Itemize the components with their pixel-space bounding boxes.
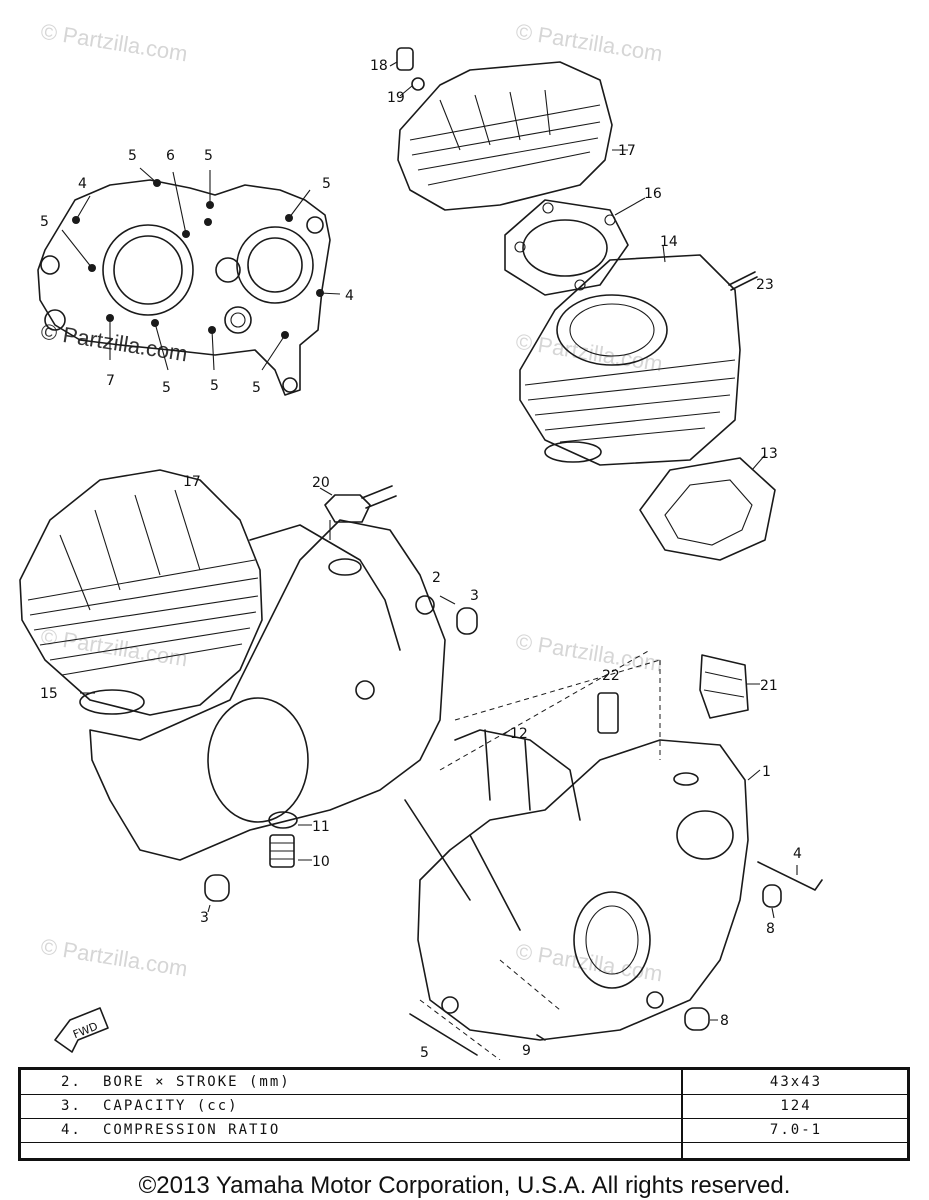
callout: 7 — [106, 373, 115, 389]
cylinder — [519, 244, 758, 466]
small-parts-left — [80, 595, 478, 913]
row-number: 4. — [61, 1122, 82, 1138]
fwd-label: FWD — [71, 1020, 100, 1042]
row-value: 124 — [780, 1098, 812, 1114]
row-number: 2. — [61, 1074, 82, 1090]
table-row: 4. COMPRESSION RATIO 7.0-1 — [21, 1120, 907, 1142]
callout: 17 — [618, 143, 636, 159]
row-divider — [21, 1094, 907, 1095]
cylinder-left-assembled — [19, 469, 263, 716]
callout: 21 — [760, 678, 778, 694]
callout: 8 — [766, 921, 775, 937]
fwd-arrow: FWD — [54, 1007, 109, 1053]
crankcase-side-view — [37, 167, 341, 396]
row-divider — [21, 1142, 907, 1143]
row-label: COMPRESSION RATIO — [103, 1122, 281, 1138]
table-row: 3. CAPACITY (cc) 124 — [21, 1096, 907, 1118]
callout: 4 — [793, 846, 802, 862]
callout: 16 — [644, 186, 662, 202]
callout: 22 — [602, 668, 620, 684]
cylinder-studs — [404, 729, 531, 931]
callout: 8 — [720, 1013, 729, 1029]
callout: 3 — [200, 910, 209, 926]
callout: 4 — [78, 176, 87, 192]
callout: 11 — [312, 819, 330, 835]
row-label: CAPACITY (cc) — [103, 1098, 239, 1114]
copyright-notice: ©2013 Yamaha Motor Corporation, U.S.A. A… — [138, 1172, 791, 1199]
callout: 17 — [183, 474, 201, 490]
row-value: 7.0-1 — [769, 1122, 823, 1138]
callout: 5 — [204, 148, 213, 164]
callout: 5 — [128, 148, 137, 164]
callout: 23 — [756, 277, 774, 293]
callout: 9 — [522, 1043, 531, 1059]
callout: 19 — [387, 90, 405, 106]
callout: 5 — [40, 214, 49, 230]
callout: 5 — [420, 1045, 429, 1060]
callout-labels: 18 19 17 16 14 23 13 5 6 5 5 4 5 4 7 5 5… — [40, 58, 802, 1060]
callout: 13 — [760, 446, 778, 462]
callout: 5 — [210, 378, 219, 394]
row-value: 43x43 — [769, 1074, 823, 1090]
table-divider — [681, 1070, 683, 1158]
table-row: 2. BORE × STROKE (mm) 43x43 — [21, 1072, 907, 1094]
callout: 4 — [345, 288, 354, 304]
base-gasket — [639, 454, 776, 561]
callout: 3 — [470, 588, 479, 604]
small-parts-right — [409, 654, 823, 1056]
crankcase-right-half — [417, 659, 749, 1060]
row-label: BORE × STROKE (mm) — [103, 1074, 291, 1090]
row-divider — [21, 1118, 907, 1119]
callout: 6 — [166, 148, 175, 164]
callout: 15 — [40, 686, 58, 702]
head-gasket — [504, 197, 646, 296]
callout: 20 — [312, 475, 330, 491]
callout: 1 — [762, 764, 771, 780]
callout: 10 — [312, 854, 330, 870]
callout: 12 — [510, 726, 528, 742]
callout: 5 — [162, 380, 171, 396]
callout: 5 — [322, 176, 331, 192]
spec-table: 2. BORE × STROKE (mm) 43x43 3. CAPACITY … — [18, 1067, 910, 1161]
callout: 5 — [252, 380, 261, 396]
row-number: 3. — [61, 1098, 82, 1114]
engine-exploded-diagram: FWD 18 19 17 16 14 23 13 5 6 5 5 4 5 4 7… — [19, 47, 823, 1060]
cylinder-head-top — [389, 47, 628, 211]
callout: 14 — [660, 234, 678, 250]
callout: 2 — [432, 570, 441, 586]
callout: 18 — [370, 58, 388, 74]
crankcase-left-half — [89, 485, 651, 861]
